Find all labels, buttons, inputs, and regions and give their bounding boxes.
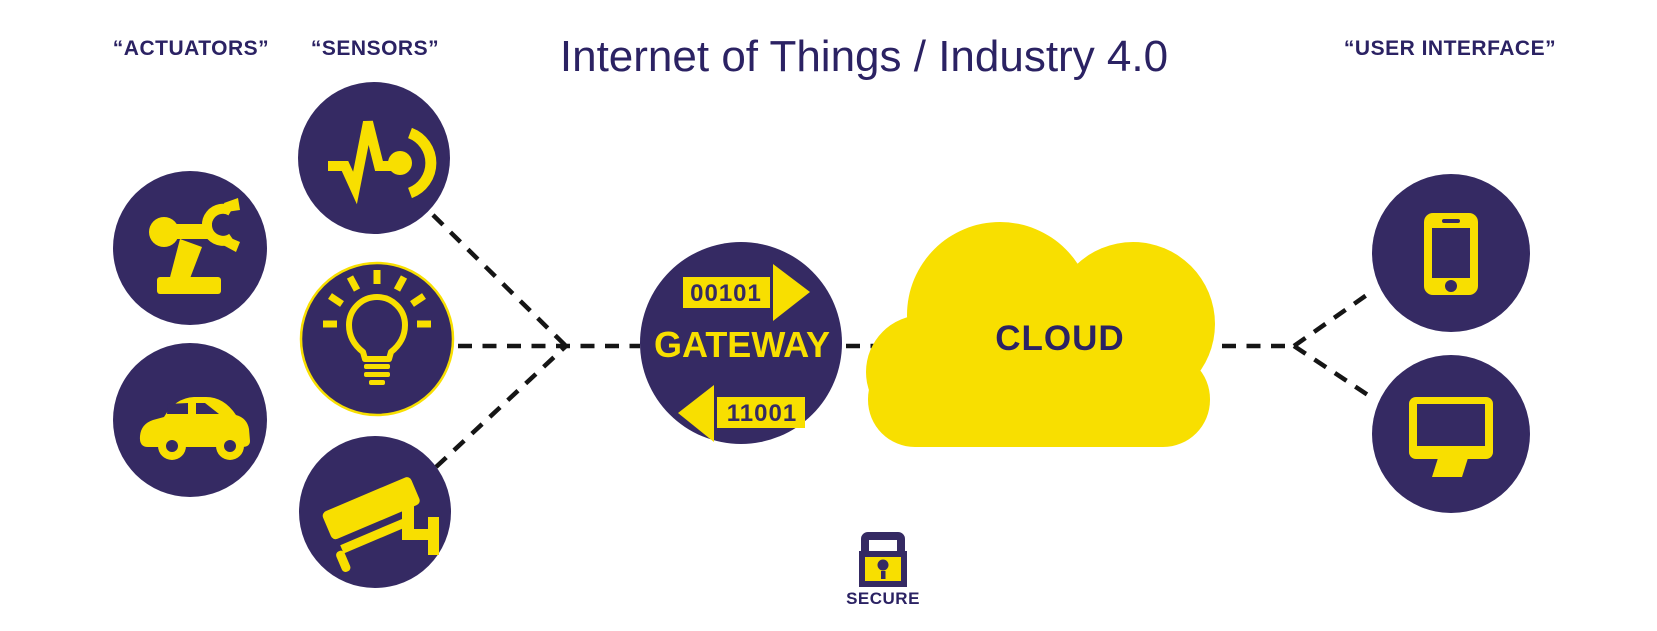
sensor-top-to-gateway-line: [431, 213, 568, 348]
data-out-arrow-icon: 00101: [683, 264, 810, 321]
sensor-bulb-node: [299, 261, 455, 417]
car-icon: [139, 397, 250, 460]
ui-branch-bottom-line: [1292, 344, 1373, 399]
robot-arm-icon: [149, 198, 240, 294]
bulb-node-circle: [299, 261, 455, 417]
cloud-node: CLOUD: [866, 222, 1215, 447]
secure-label: SECURE: [846, 589, 920, 608]
monitor-icon: [1409, 397, 1493, 477]
ui-branch-top-line: [1292, 290, 1373, 348]
actuator-car-node: [113, 343, 267, 497]
cctv-camera-icon: [322, 477, 439, 572]
data-in-arrow-icon: 11001: [678, 385, 805, 442]
sensor-camera-node: [299, 436, 451, 588]
page-title: Internet of Things / Industry 4.0: [560, 32, 1168, 81]
rx-bits-label: 11001: [727, 400, 797, 427]
user-interface-label: “USER INTERFACE”: [1344, 37, 1556, 60]
ui-monitor-node: [1372, 355, 1530, 513]
smartphone-icon: [1424, 213, 1478, 295]
sensors-label: “SENSORS”: [311, 37, 439, 60]
actuator-robot-node: [113, 171, 267, 325]
secure-badge: SECURE: [846, 532, 920, 608]
actuators-label: “ACTUATORS”: [113, 37, 269, 60]
light-bulb-icon: [323, 270, 431, 385]
padlock-icon: [859, 532, 907, 587]
sensor-pulse-node: [298, 82, 450, 234]
connector-lines: [431, 213, 1373, 469]
gateway-label: GATEWAY: [654, 324, 830, 365]
tx-bits-label: 00101: [690, 280, 762, 307]
bulb-rays: [323, 270, 431, 328]
gateway-node: 00101 GATEWAY 11001: [640, 242, 842, 444]
sensor-bottom-to-gateway-line: [434, 344, 568, 469]
cloud-label: CLOUD: [995, 319, 1124, 358]
ui-phone-node: [1372, 174, 1530, 332]
cloud-icon: [866, 222, 1215, 447]
pulse-sensor-icon: [328, 120, 437, 205]
